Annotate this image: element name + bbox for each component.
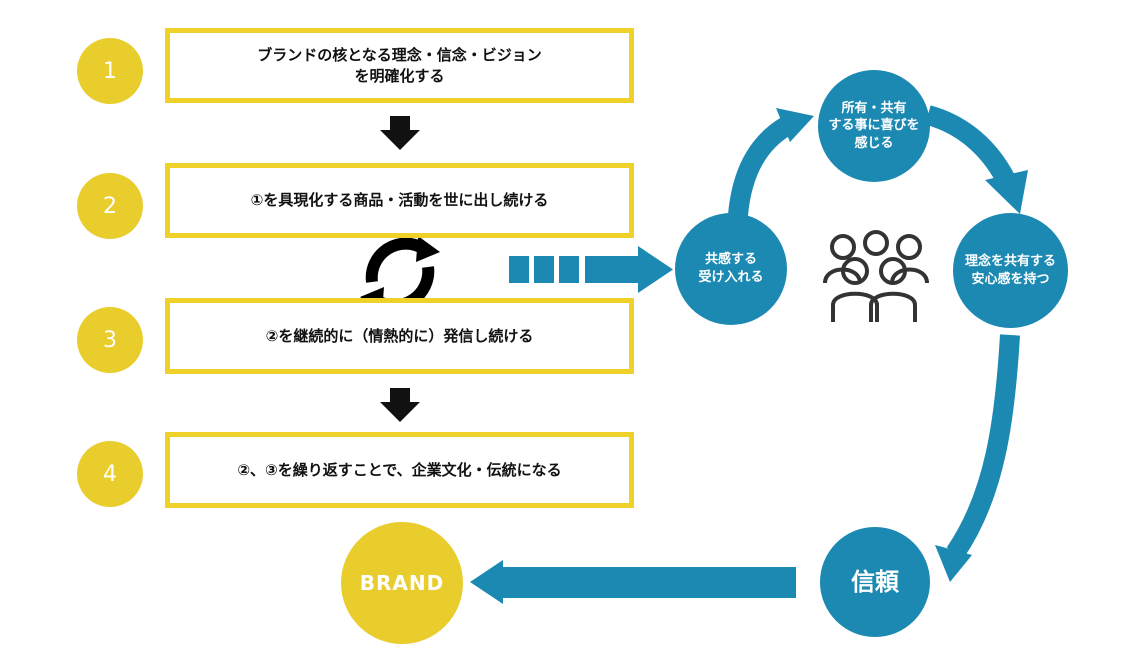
brand-label: BRAND	[359, 571, 445, 595]
step-box-1: ブランドの核となる理念・信念・ビジョン を明確化する	[165, 28, 634, 103]
people-group-icon	[823, 230, 929, 322]
cycle-joy: 所有・共有 する事に喜びを 感じる	[818, 70, 930, 182]
down-arrow-icon	[380, 116, 420, 150]
step-text: を明確化する	[354, 66, 445, 85]
down-arrow-icon	[380, 388, 420, 422]
dashed-arrow	[509, 246, 673, 293]
step-number-1: 1	[77, 38, 143, 104]
step-number-2: 2	[77, 173, 143, 239]
step-box-4: ②、③を繰り返すことで、企業文化・伝統になる	[165, 432, 634, 508]
step-text: ①を具現化する商品・活動を世に出し続ける	[250, 191, 549, 210]
step-text: ②を継続的に（情熱的に）発信し続ける	[265, 326, 534, 345]
step-text: ②、③を繰り返すことで、企業文化・伝統になる	[237, 460, 562, 479]
step-box-3: ②を継続的に（情熱的に）発信し続ける	[165, 298, 634, 374]
step-box-2: ①を具現化する商品・活動を世に出し続ける	[165, 163, 634, 238]
step-number-3: 3	[77, 307, 143, 373]
brand-arrow	[470, 560, 796, 604]
cycle-security: 理念を共有する 安心感を持つ	[953, 213, 1068, 328]
brand-circle: BRAND	[341, 522, 463, 644]
cycle-empathy: 共感する 受け入れる	[675, 213, 787, 325]
step-text: ブランドの核となる理念・信念・ビジョン	[257, 46, 542, 65]
cycle-arrows	[728, 105, 1020, 559]
step-number-4: 4	[77, 441, 143, 507]
cycle-trust: 信頼	[820, 527, 930, 637]
